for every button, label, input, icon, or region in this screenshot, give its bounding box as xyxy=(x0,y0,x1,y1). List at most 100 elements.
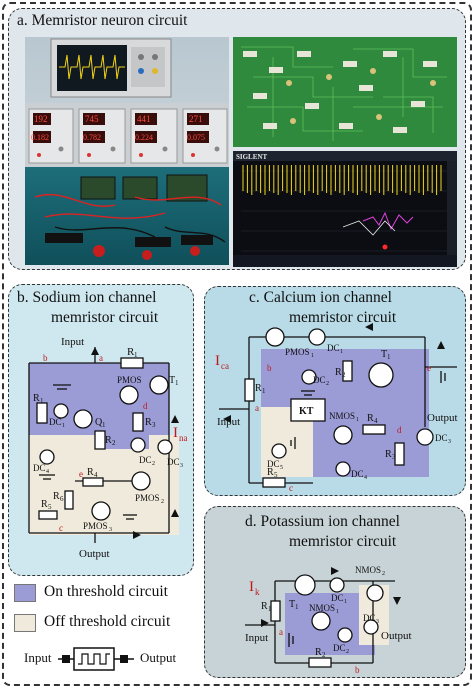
label-r4: R xyxy=(87,467,94,478)
label-nmos1-sub: 1 xyxy=(356,417,359,423)
off-threshold-swatch xyxy=(14,614,36,632)
label-dc2-sub: 2 xyxy=(152,461,155,467)
memristor-symbol-input: Input xyxy=(24,650,52,665)
node-d: d xyxy=(397,425,402,435)
label-nmos1: NMOS xyxy=(329,411,355,421)
label-pmos1: PMOS xyxy=(117,375,142,385)
label-dc1: DC xyxy=(331,593,344,603)
label-kt: KT xyxy=(299,406,314,417)
label-dc1-sub: 1 xyxy=(340,349,343,355)
node-d: d xyxy=(143,401,148,411)
panel-b-input: Input xyxy=(61,336,84,348)
label-r5-sub: 5 xyxy=(274,471,278,479)
panel-b-subtitle: memristor circuit xyxy=(51,309,159,326)
label-nmos2: NMOS xyxy=(355,565,381,575)
node-b: b xyxy=(267,363,272,373)
label-r1-left: R xyxy=(33,393,40,404)
label-dc3-sub: 3 xyxy=(180,463,183,469)
label-nmos1-sub: 1 xyxy=(336,609,339,615)
current-ica-sub: ca xyxy=(221,361,229,371)
meter-4-current: 0.075 xyxy=(187,133,205,142)
label-dc3: DC xyxy=(167,457,180,467)
lab-bench-photo: 192 0.182 745 0.782 441 0.224 271 0.075 xyxy=(25,37,229,265)
node-e: e xyxy=(79,469,83,479)
label-pmos1-sub: 1 xyxy=(311,353,314,359)
label-dc2: DC xyxy=(139,455,152,465)
label-dc3-sub: 3 xyxy=(448,439,451,445)
label-r3-sub: 3 xyxy=(152,421,156,429)
on-threshold-label: On threshold circuit xyxy=(44,583,168,600)
label-r1-left-sub: 1 xyxy=(40,397,44,405)
node-a: a xyxy=(279,627,283,637)
label-dc5-sub: 5 xyxy=(280,465,283,471)
meter-3-current: 0.224 xyxy=(135,133,153,142)
on-threshold-swatch xyxy=(14,584,36,602)
label-dc1: DC xyxy=(49,417,62,427)
label-dc2-sub: 2 xyxy=(346,649,349,655)
label-nmos2-sub: 2 xyxy=(382,571,385,577)
label-pmos3: PMOS xyxy=(83,521,108,531)
label-t1: T xyxy=(169,375,175,386)
label-r5-sub: 5 xyxy=(48,503,52,511)
current-ik-sub: k xyxy=(255,587,260,597)
label-dc2-sub: 2 xyxy=(326,381,329,387)
meter-1-current: 0.182 xyxy=(31,133,49,142)
node-c: c xyxy=(59,523,63,533)
label-q1-sub: 1 xyxy=(102,421,106,429)
label-r1-top: R xyxy=(127,346,135,358)
node-a: a xyxy=(255,403,259,413)
panel-d: d. Potassium ion channel memristor circu… xyxy=(204,506,466,678)
label-pmos2-sub: 2 xyxy=(161,499,164,505)
oscilloscope-screen-photo: SIGLENT xyxy=(233,151,457,267)
label-dc1: DC xyxy=(327,343,340,353)
label-dc3: DC xyxy=(363,613,376,623)
label-t1: T xyxy=(381,349,387,360)
memristor-symbol-output: Output xyxy=(140,650,177,665)
label-r2-sub: 2 xyxy=(322,651,326,659)
label-t1-sub: 1 xyxy=(175,379,179,387)
sodium-channel-schematic: Input Output R 1 PMOS T 1 R 1 DC 1 Q 1 R… xyxy=(28,336,188,560)
label-r3: R xyxy=(385,449,392,460)
label-r1: R xyxy=(255,383,262,394)
panel-c: c. Calcium ion channel memristor circuit xyxy=(204,286,466,496)
label-dc1-sub: 1 xyxy=(344,599,347,605)
panel-b-output: Output xyxy=(79,548,110,560)
label-r2-sub: 2 xyxy=(342,371,346,379)
label-r1-sub: 1 xyxy=(268,605,272,613)
panel-b: b. Sodium ion channel memristor circuit xyxy=(8,284,194,576)
node-b: b xyxy=(355,665,360,675)
label-r6: R xyxy=(53,491,60,502)
label-r5: R xyxy=(267,467,274,478)
label-r2: R xyxy=(335,367,342,378)
label-dc4-sub: 4 xyxy=(46,469,49,475)
label-r1-sub: 1 xyxy=(262,387,266,395)
label-dc5: DC xyxy=(267,459,280,469)
label-dc4: DC xyxy=(33,463,46,473)
label-r5: R xyxy=(41,499,48,510)
panel-c-output: Output xyxy=(427,412,458,424)
label-r2: R xyxy=(105,435,112,446)
node-e: e xyxy=(427,363,431,373)
panel-d-subtitle: memristor circuit xyxy=(289,533,397,550)
label-t1-sub: 1 xyxy=(295,603,299,611)
label-dc1-sub: 1 xyxy=(62,423,65,429)
node-a: a xyxy=(99,353,103,363)
label-r3: R xyxy=(145,417,152,428)
label-dc2: DC xyxy=(313,375,326,385)
current-ina: I xyxy=(173,425,178,441)
label-r6-sub: 6 xyxy=(60,495,64,503)
panel-b-title: b. Sodium ion channel xyxy=(17,289,157,306)
node-c: c xyxy=(289,483,293,493)
panel-c-input: Input xyxy=(217,416,240,428)
label-dc4-sub: 4 xyxy=(364,475,367,481)
label-dc3-sub: 3 xyxy=(376,619,379,625)
calcium-channel-schematic: Input Output PMOS 1 DC 1 DC 2 T 1 R 1 R … xyxy=(215,323,458,493)
label-r3-sub: 3 xyxy=(392,453,396,461)
label-dc4: DC xyxy=(351,469,364,479)
label-r4-sub: 4 xyxy=(94,471,98,479)
current-ina-sub: na xyxy=(179,433,188,443)
label-dc3: DC xyxy=(435,433,448,443)
meter-4-voltage: 271 xyxy=(189,114,203,124)
label-r2: R xyxy=(315,647,322,658)
